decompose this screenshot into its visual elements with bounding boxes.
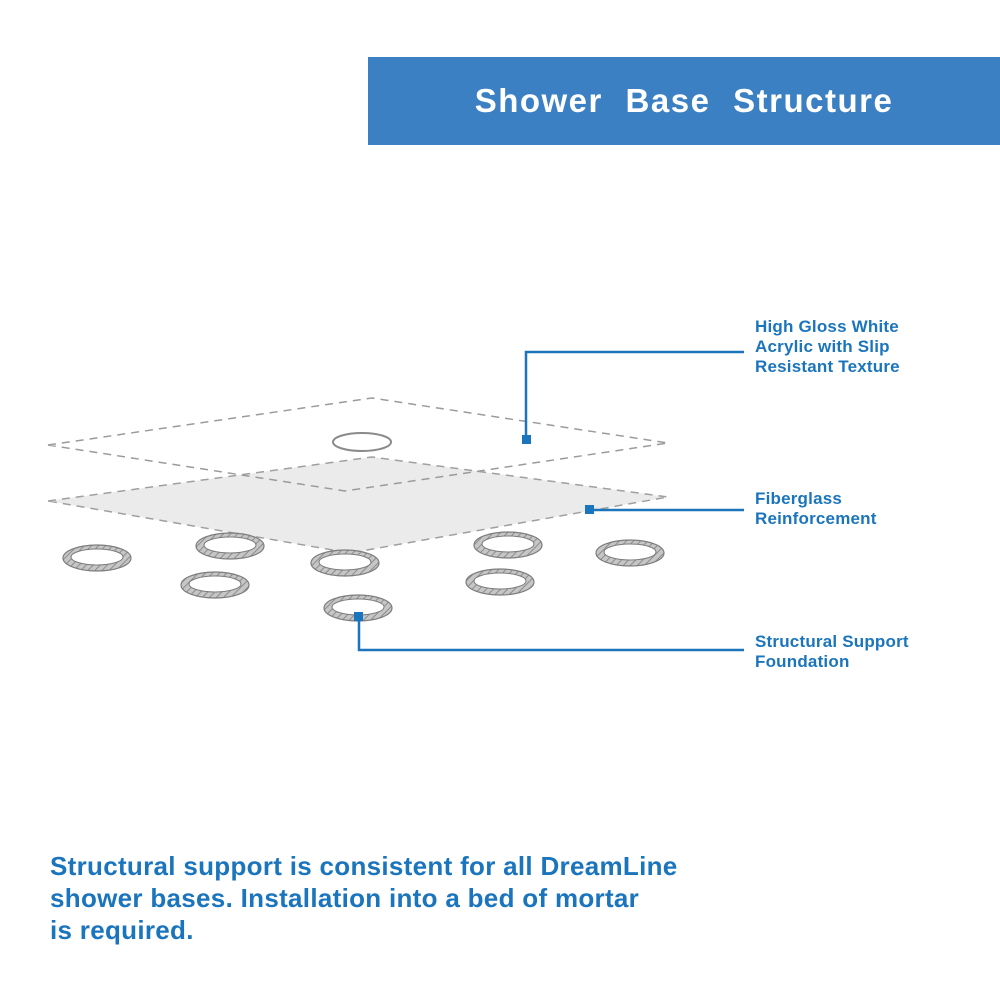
callout-marker-foundation — [354, 612, 363, 621]
support-ring-1 — [62, 544, 132, 572]
footer-line2: shower bases. Installation into a bed of… — [50, 883, 640, 913]
callout-line-acrylic — [524, 350, 744, 438]
footer-line3: is required. — [50, 915, 194, 945]
callout-acrylic-line3: Resistant Texture — [755, 357, 900, 376]
callout-acrylic-line2: Acrylic with Slip — [755, 337, 890, 356]
support-ring-7 — [465, 568, 535, 596]
title-banner: Shower Base Structure — [368, 57, 1000, 145]
support-ring-3 — [310, 549, 380, 577]
acrylic-layer-outline — [47, 397, 669, 492]
support-ring-5 — [595, 539, 665, 567]
callout-marker-fiberglass — [585, 505, 594, 514]
page-title: Shower Base Structure — [474, 82, 894, 119]
support-ring-8 — [323, 594, 393, 622]
callout-foundation-line2: Foundation — [755, 652, 850, 671]
callout-foundation-line1: Structural Support — [755, 632, 909, 651]
callout-fiberglass-line1: Fiberglass — [755, 489, 843, 508]
footer-note: Structural support is consistent for all… — [50, 850, 770, 946]
callout-acrylic-line1: High Gloss White — [755, 317, 899, 336]
callout-marker-acrylic — [522, 435, 531, 444]
support-ring-4 — [473, 531, 543, 559]
callout-fiberglass-label: Fiberglass Reinforcement — [755, 489, 877, 529]
callout-line-foundation — [357, 621, 744, 652]
callout-acrylic-label: High Gloss White Acrylic with Slip Resis… — [755, 317, 900, 377]
drain-opening — [332, 432, 392, 452]
footer-line1: Structural support is consistent for all… — [50, 851, 678, 881]
support-ring-6 — [180, 571, 250, 599]
callout-fiberglass-line2: Reinforcement — [755, 509, 877, 528]
callout-foundation-label: Structural Support Foundation — [755, 632, 909, 672]
fiberglass-layer — [47, 456, 669, 554]
support-ring-2 — [195, 532, 265, 560]
